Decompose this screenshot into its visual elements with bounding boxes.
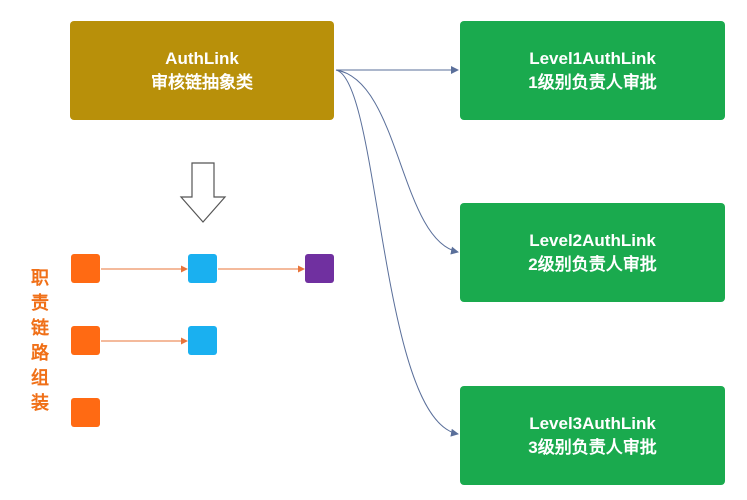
chain3-node1 xyxy=(71,398,100,427)
chain1-node2 xyxy=(188,254,217,283)
authlink-abstract-box: AuthLink 审核链抽象类 xyxy=(70,21,334,120)
level3-title: Level3AuthLink xyxy=(529,413,656,433)
level3-subtitle: 3级别负责人审批 xyxy=(528,437,657,457)
authlink-subtitle: 审核链抽象类 xyxy=(151,72,253,92)
level2-title: Level2AuthLink xyxy=(529,230,656,250)
level1-title: Level1AuthLink xyxy=(529,48,656,68)
chain-label-char: 链 xyxy=(31,318,49,338)
chain1-node3 xyxy=(305,254,334,283)
level2-authlink-box: Level2AuthLink 2级别负责人审批 xyxy=(460,203,725,302)
connector-level2 xyxy=(335,69,459,255)
level1-authlink-box: Level1AuthLink 1级别负责人审批 xyxy=(460,21,725,120)
chain-label-char: 组 xyxy=(31,368,49,388)
chain2-node1 xyxy=(71,326,100,355)
authlink-title: AuthLink xyxy=(165,48,239,68)
chain2-node2 xyxy=(188,326,217,355)
chain-assembly-label: 职 责 链 路 组 装 xyxy=(28,266,52,416)
chain-label-char: 责 xyxy=(31,293,49,313)
level3-authlink-box: Level3AuthLink 3级别负责人审批 xyxy=(460,386,725,485)
chain-label-char: 装 xyxy=(31,393,49,413)
chain-label-char: 路 xyxy=(31,343,49,363)
chain-label-char: 职 xyxy=(31,268,49,288)
chain1-node1 xyxy=(71,254,100,283)
down-arrow xyxy=(179,162,227,223)
level2-subtitle: 2级别负责人审批 xyxy=(528,254,657,274)
connector-level3 xyxy=(335,69,459,437)
level1-subtitle: 1级别负责人审批 xyxy=(528,72,657,92)
